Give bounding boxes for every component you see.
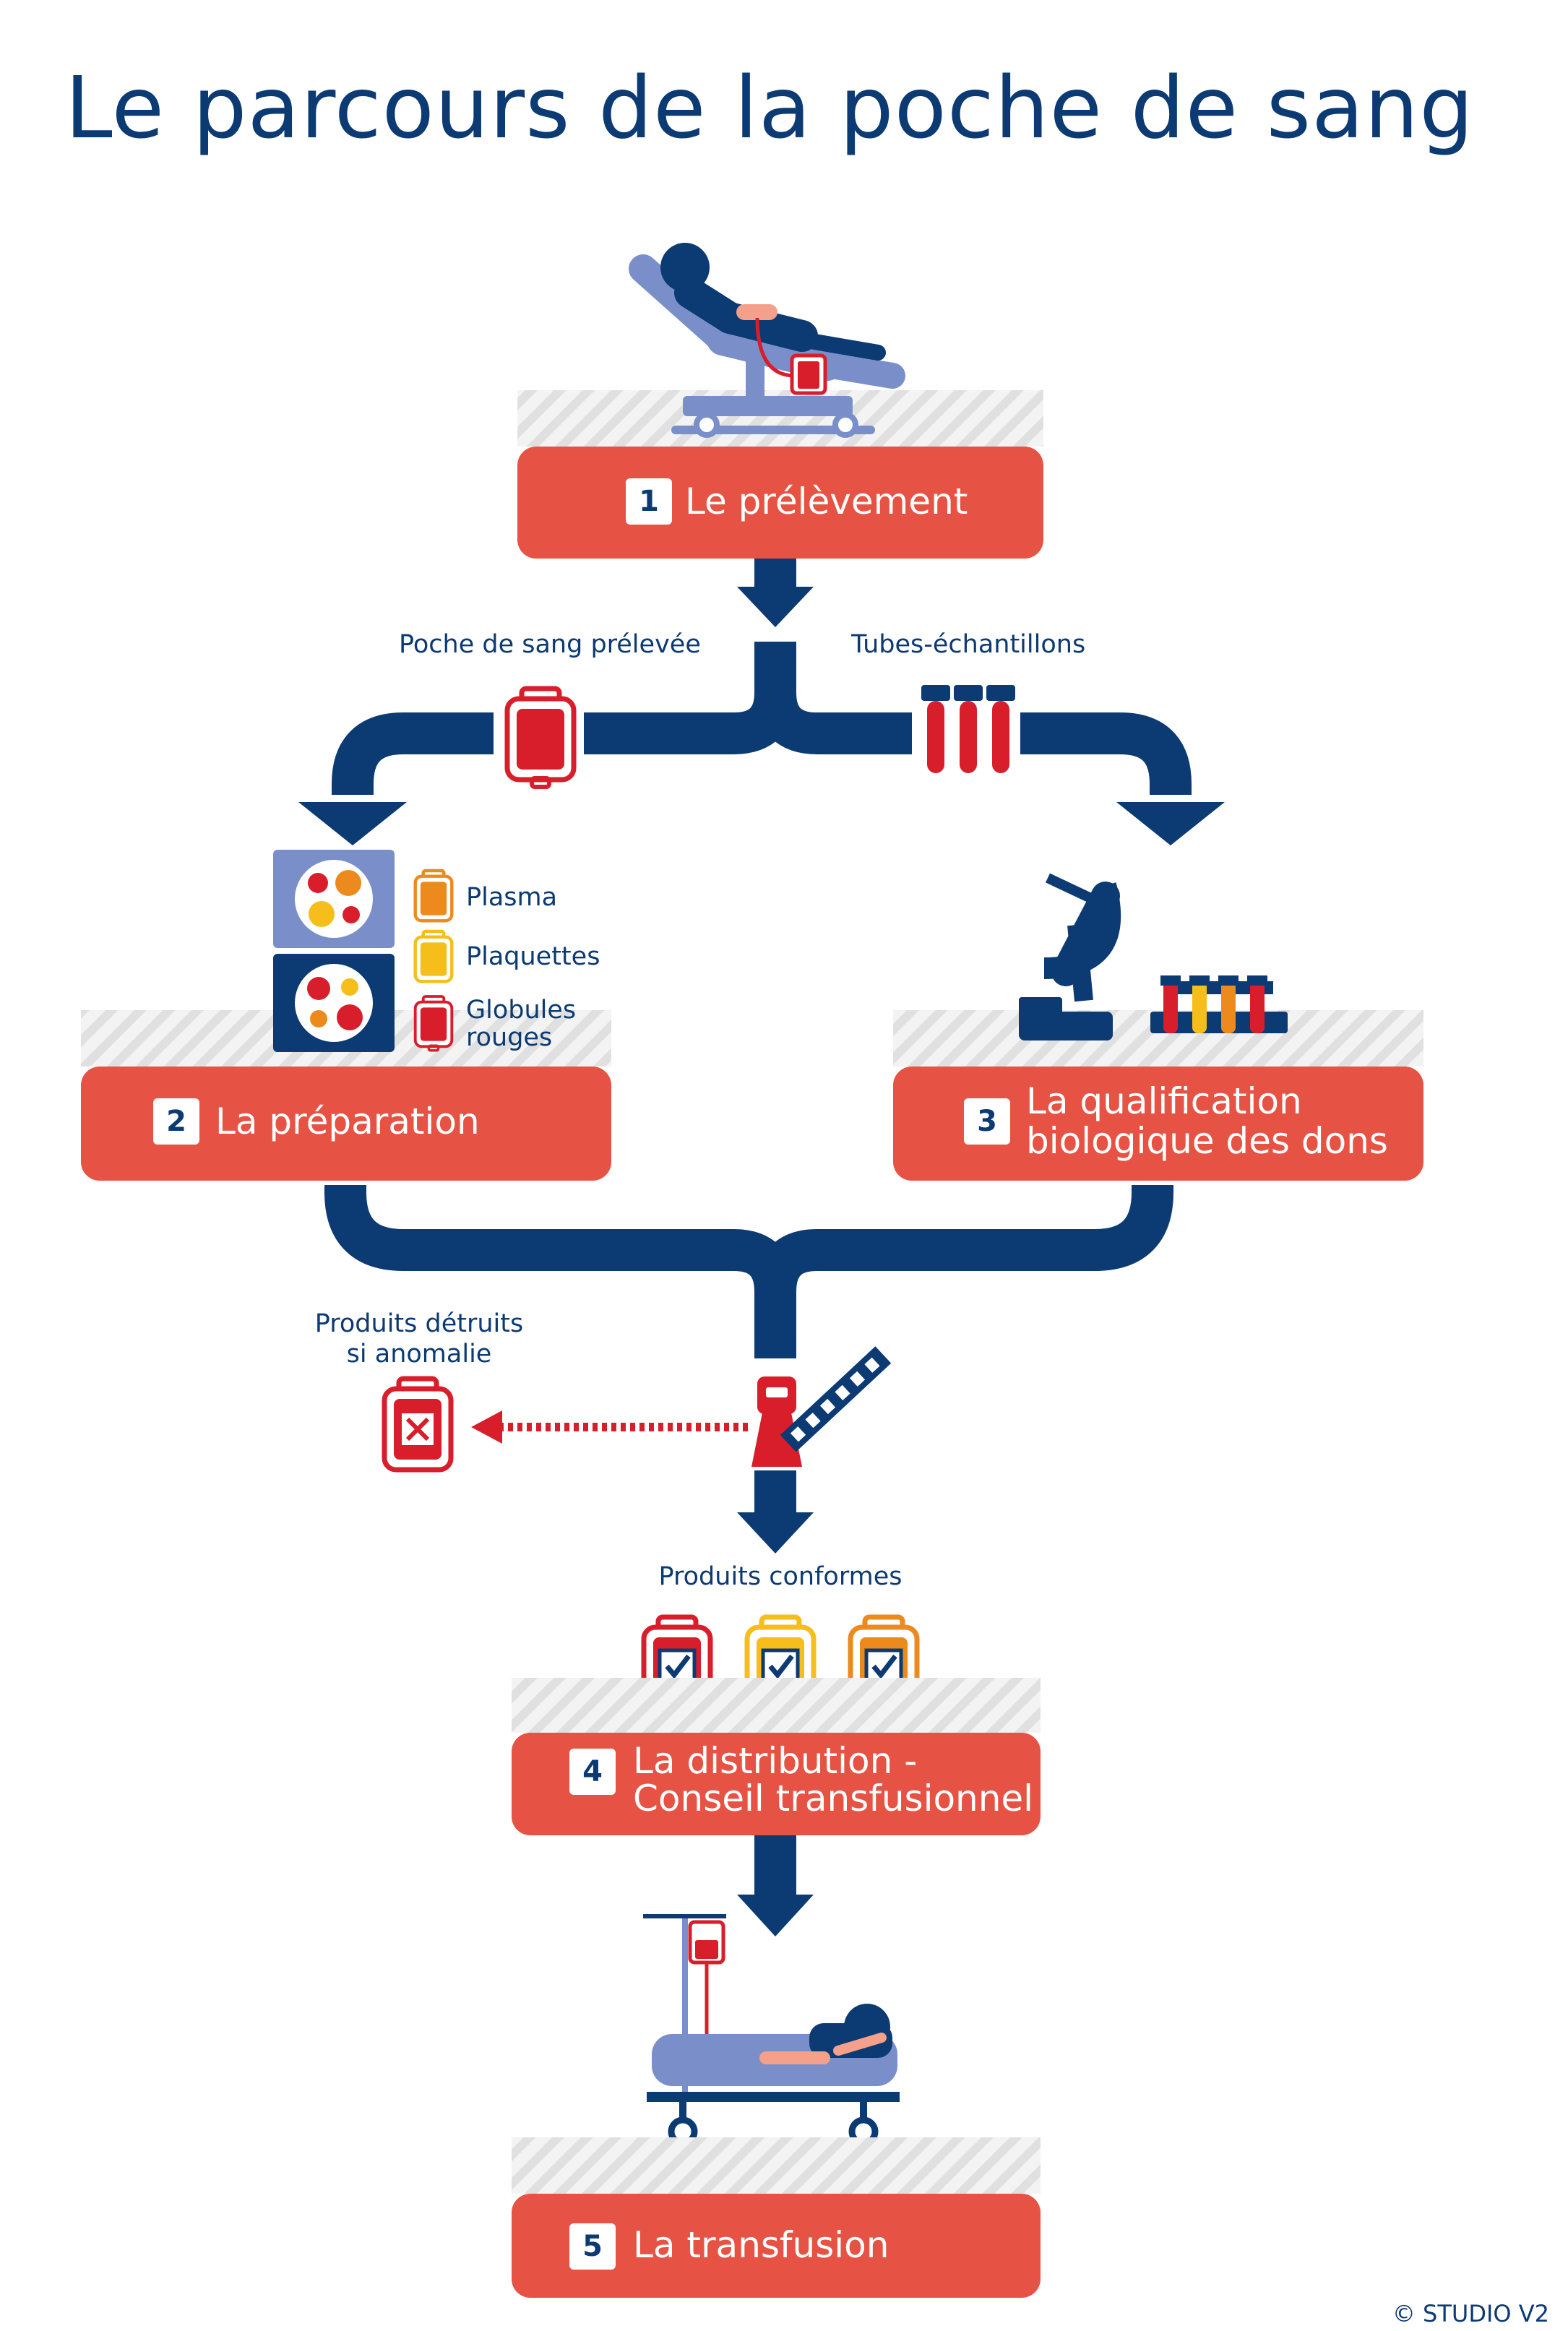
copyright: © STUDIO V2	[1392, 2300, 1549, 2327]
flow-arrowheads	[298, 587, 1225, 1936]
stage-3-box	[893, 1067, 1423, 1181]
tube-rack-icon	[1150, 975, 1288, 1033]
stage-5-number: 5	[569, 2223, 616, 2270]
stage-2-label: La préparation	[215, 1100, 480, 1142]
rejection-arrow	[471, 1410, 748, 1444]
stage-4-label-line1: La distribution -	[633, 1740, 918, 1782]
stage-2-number: 2	[153, 1098, 199, 1145]
stage-1-number: 1	[626, 478, 672, 525]
blood-bag-icon	[507, 689, 574, 787]
sample-tubes-icon	[921, 685, 1015, 773]
red-cells-label-line2: rouges	[466, 1023, 553, 1052]
stage-1-box	[517, 447, 1043, 559]
stage-5-label: La transfusion	[633, 2224, 889, 2266]
stage-3-label-line1: La qualification	[1026, 1080, 1302, 1122]
copyright-text: STUDIO V2	[1423, 2300, 1549, 2327]
stage-3-number: 3	[964, 1098, 1010, 1145]
plasma-label: Plasma	[466, 883, 558, 912]
stage-3-label-line2: biologique des dons	[1026, 1120, 1388, 1162]
page-title: Le parcours de la poche de sang	[64, 58, 1475, 158]
sample-tubes-label: Tubes-échantillons	[851, 630, 1086, 659]
stage-5-box	[512, 2194, 1041, 2298]
blood-bag-label: Poche de sang prélevée	[399, 630, 701, 659]
stage-4-label-line2: Conseil transfusionnel	[633, 1778, 1034, 1819]
stage-4-number: 4	[569, 1749, 616, 1795]
copyright-icon: ©	[1392, 2300, 1416, 2327]
flow-pipes	[324, 556, 1192, 1897]
stage-1-label: Le prélèvement	[685, 481, 968, 522]
destroyed-bag-icon	[382, 1376, 454, 1473]
microscope-icon	[1019, 873, 1121, 1040]
stage-2-box	[81, 1067, 611, 1181]
compliant-products-label: Produits conformes	[658, 1562, 903, 1591]
stage-4-box	[512, 1733, 1041, 1835]
patient-bed-icon	[643, 1914, 900, 2147]
component-bags-icon	[413, 869, 454, 1052]
destroyed-label-line1: Produits détruits	[314, 1309, 524, 1338]
checkpoint-barrier-icon	[751, 1346, 892, 1467]
platelets-label: Plaquettes	[466, 942, 600, 971]
red-cells-label-line1: Globules	[466, 996, 577, 1025]
centrifuge-plates-icon	[273, 850, 395, 1052]
destroyed-label-line2: si anomalie	[346, 1340, 492, 1369]
donor-chair-icon	[629, 243, 905, 438]
